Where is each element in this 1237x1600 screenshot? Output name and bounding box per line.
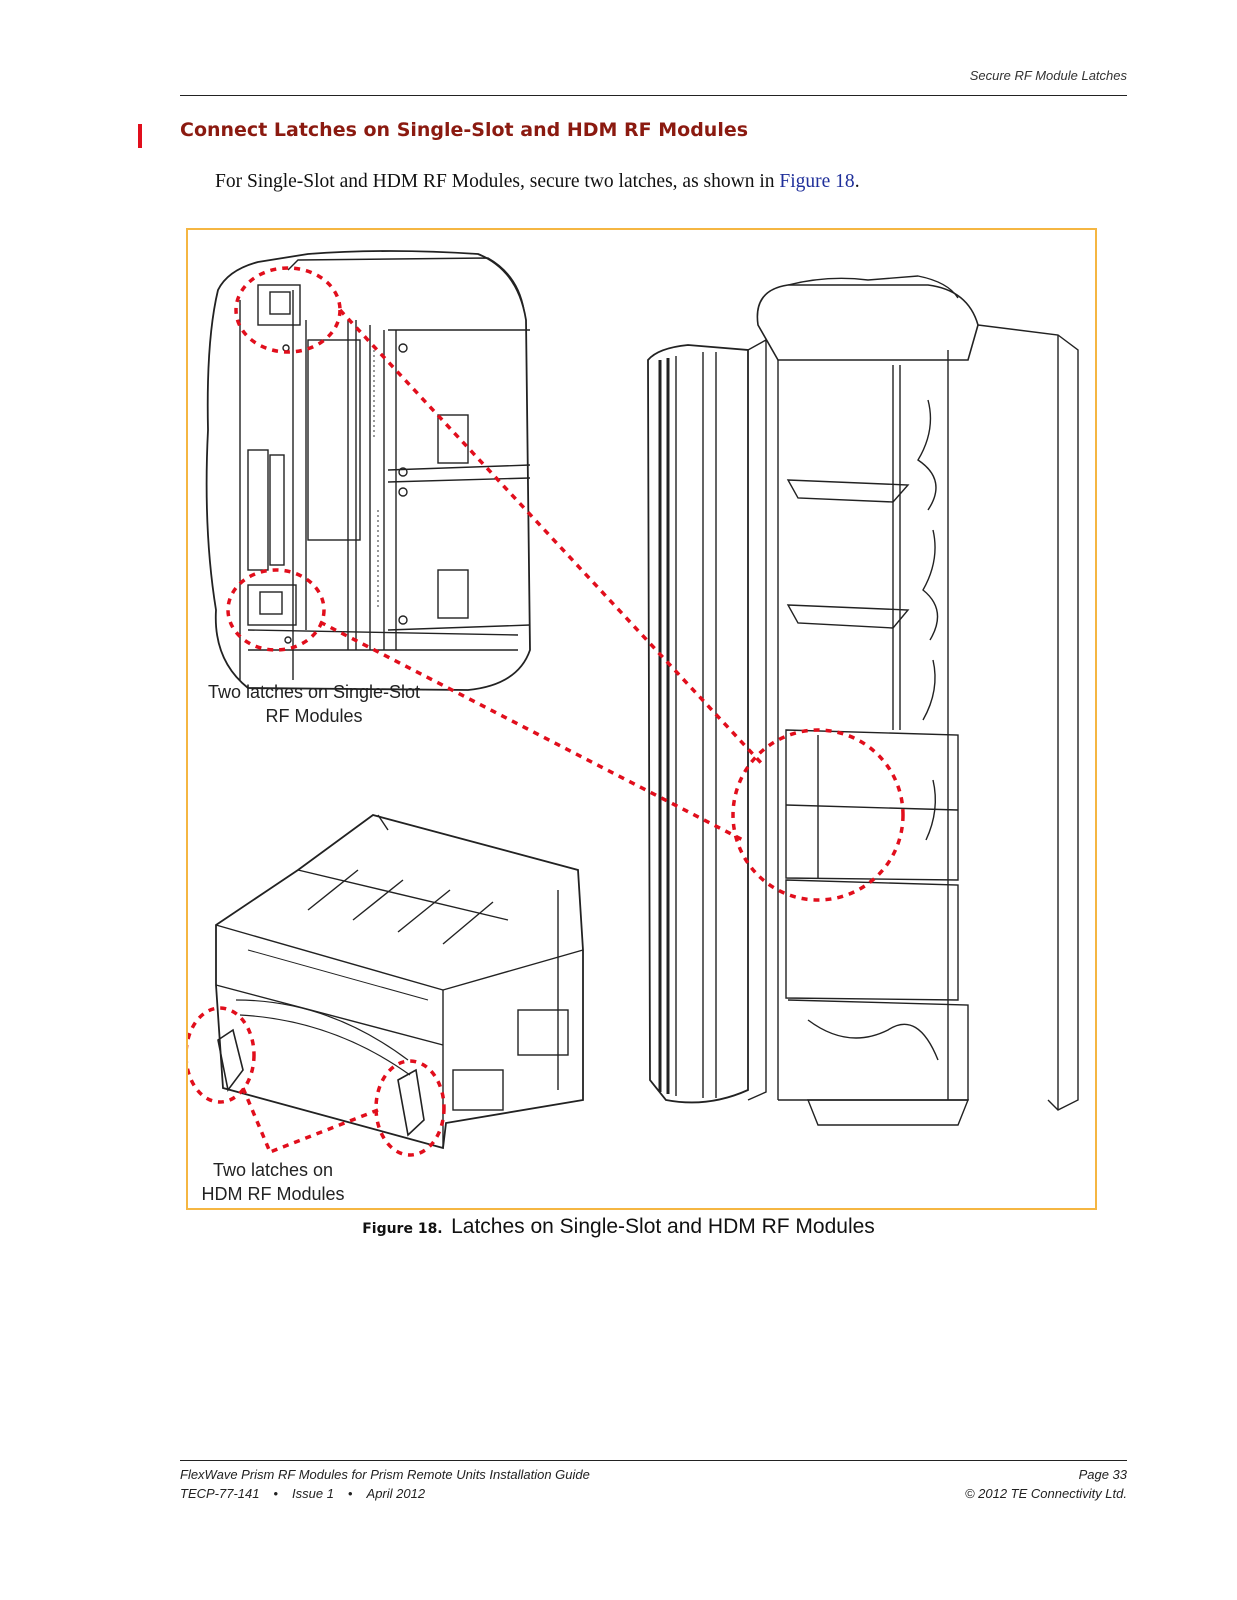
figure-frame: Two latches on Single-Slot RF Modules Tw…	[186, 228, 1097, 1210]
callout-single-slot-line2: RF Modules	[265, 706, 363, 726]
figure-caption: Figure 18. Latches on Single-Slot and HD…	[0, 1215, 1237, 1239]
single-slot-detail-drawing	[205, 250, 531, 691]
header-rule	[180, 95, 1127, 96]
section-heading: Connect Latches on Single-Slot and HDM R…	[180, 119, 749, 141]
caption-label: Figure 18.	[362, 1221, 443, 1237]
hdm-left-latch-circle	[188, 1006, 256, 1104]
bottom-latch-circle	[226, 568, 326, 652]
callout-hdm-line1: Two latches on	[212, 1160, 334, 1180]
change-bar	[138, 124, 142, 148]
figure-illustration	[188, 250, 1079, 1157]
leader-to-unit-lower	[319, 620, 744, 842]
remote-unit-drawing	[647, 275, 1079, 1126]
paragraph-end: .	[854, 171, 860, 192]
bullet-separator: •	[347, 1486, 353, 1501]
footer-date: April 2012	[366, 1486, 426, 1501]
footer-rule	[180, 1460, 1127, 1461]
callout-hdm: Two latches on HDM RF Modules	[188, 1158, 358, 1206]
bullet-separator: •	[273, 1486, 279, 1501]
callout-single-slot-line1: Two latches on Single-Slot	[207, 682, 421, 702]
running-head: Secure RF Module Latches	[969, 68, 1127, 83]
footer-copyright: © 2012 TE Connectivity Ltd.	[964, 1486, 1127, 1501]
body-paragraph: For Single-Slot and HDM RF Modules, secu…	[215, 171, 860, 193]
hdm-right-latch-circle	[374, 1059, 446, 1157]
callout-hdm-line2: HDM RF Modules	[201, 1184, 345, 1204]
footer-issue: Issue 1	[292, 1486, 334, 1501]
footer-doc-info: TECP-77-141 • Issue 1 • April 2012	[180, 1484, 425, 1503]
figure-18-link[interactable]: Figure 18	[779, 171, 855, 192]
hdm-module-drawing	[215, 814, 584, 1150]
footer: FlexWave Prism RF Modules for Prism Remo…	[180, 1465, 1127, 1503]
footer-doc-number: TECP-77-141	[180, 1486, 260, 1501]
hdm-leader-right	[269, 1108, 379, 1154]
caption-text: Latches on Single-Slot and HDM RF Module…	[451, 1215, 875, 1238]
paragraph-text: For Single-Slot and HDM RF Modules, secu…	[215, 171, 780, 192]
callout-markings	[188, 266, 905, 1157]
unit-module-circle	[731, 728, 905, 902]
footer-title: FlexWave Prism RF Modules for Prism Remo…	[180, 1467, 590, 1482]
footer-page: Page 33	[1078, 1467, 1127, 1482]
leader-to-unit-upper	[338, 308, 765, 767]
callout-single-slot: Two latches on Single-Slot RF Modules	[204, 680, 424, 728]
